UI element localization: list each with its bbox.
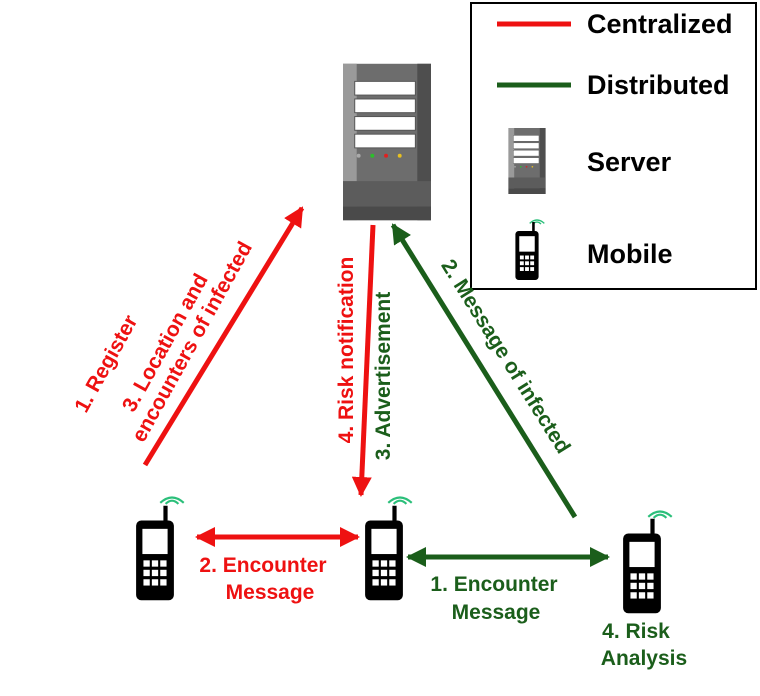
wifi-signal-icon-right (647, 510, 673, 519)
arrow-message-of-infected (390, 223, 578, 519)
mobile-icon-left (136, 505, 174, 601)
legend-server-label: Server (587, 147, 672, 177)
label-location-line2: encounters of infected (128, 238, 257, 446)
legend-centralized-label: Centralized (587, 9, 733, 39)
label-encounter-green-line2: Message (452, 601, 541, 624)
legend-distributed-label: Distributed (587, 70, 730, 100)
label-encounter-red-line2: Message (226, 581, 315, 604)
arrow-risk-notification (351, 224, 376, 497)
legend-server-icon (508, 128, 546, 194)
label-encounter-green-line1: 1. Encounter (430, 573, 557, 596)
server-icon (343, 63, 431, 221)
wifi-signal-icon-center (387, 496, 413, 505)
mobile-icon-center (365, 505, 403, 601)
label-encounter-red-line1: 2. Encounter (199, 554, 326, 577)
label-risk-notification: 4. Risk notification (335, 257, 358, 444)
mobile-icon-right (623, 518, 661, 614)
label-risk-analysis-line2: Analysis (601, 647, 687, 670)
arrow-register-to-server (142, 206, 305, 467)
legend: Centralized Distributed Server Mobile (470, 2, 757, 290)
legend-mobile-label: Mobile (587, 239, 673, 269)
wifi-signal-icon-left (159, 496, 185, 505)
label-risk-analysis-line1: 4. Risk (602, 620, 670, 643)
label-advertisement: 3. Advertisement (372, 292, 395, 460)
